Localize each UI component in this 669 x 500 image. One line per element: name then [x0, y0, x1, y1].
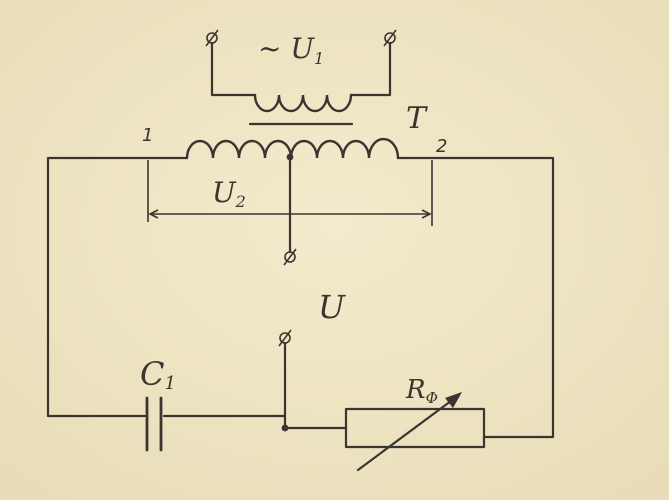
secondary-voltage-label: U2 [212, 176, 246, 211]
primary-lead-right [349, 41, 392, 97]
resistor-body [344, 407, 486, 449]
transformer-label: T [406, 101, 428, 136]
u2-bracket [147, 160, 433, 226]
wire-right-loop [396, 156, 555, 439]
resistor-arrow-shaft [356, 396, 457, 472]
primary-lead-left [210, 41, 257, 97]
variable-resistor [344, 392, 486, 472]
output-voltage-label: U [318, 288, 346, 326]
primary-winding [253, 93, 353, 113]
terminal-2-label: 2 [436, 136, 447, 157]
primary-input [205, 29, 397, 113]
resistor-label: RΦ [405, 375, 438, 407]
capacitor-c1 [145, 396, 163, 452]
capacitor-label: C1 [140, 355, 176, 394]
center-tap-node [286, 153, 294, 161]
junction-node [281, 424, 289, 432]
wire-left-loop [46, 156, 189, 418]
output-terminal-top [284, 251, 296, 263]
primary-voltage-label: ~ U1 [258, 32, 324, 68]
resistor-arrow-head [445, 392, 462, 408]
terminal-1-label: 1 [142, 125, 153, 146]
